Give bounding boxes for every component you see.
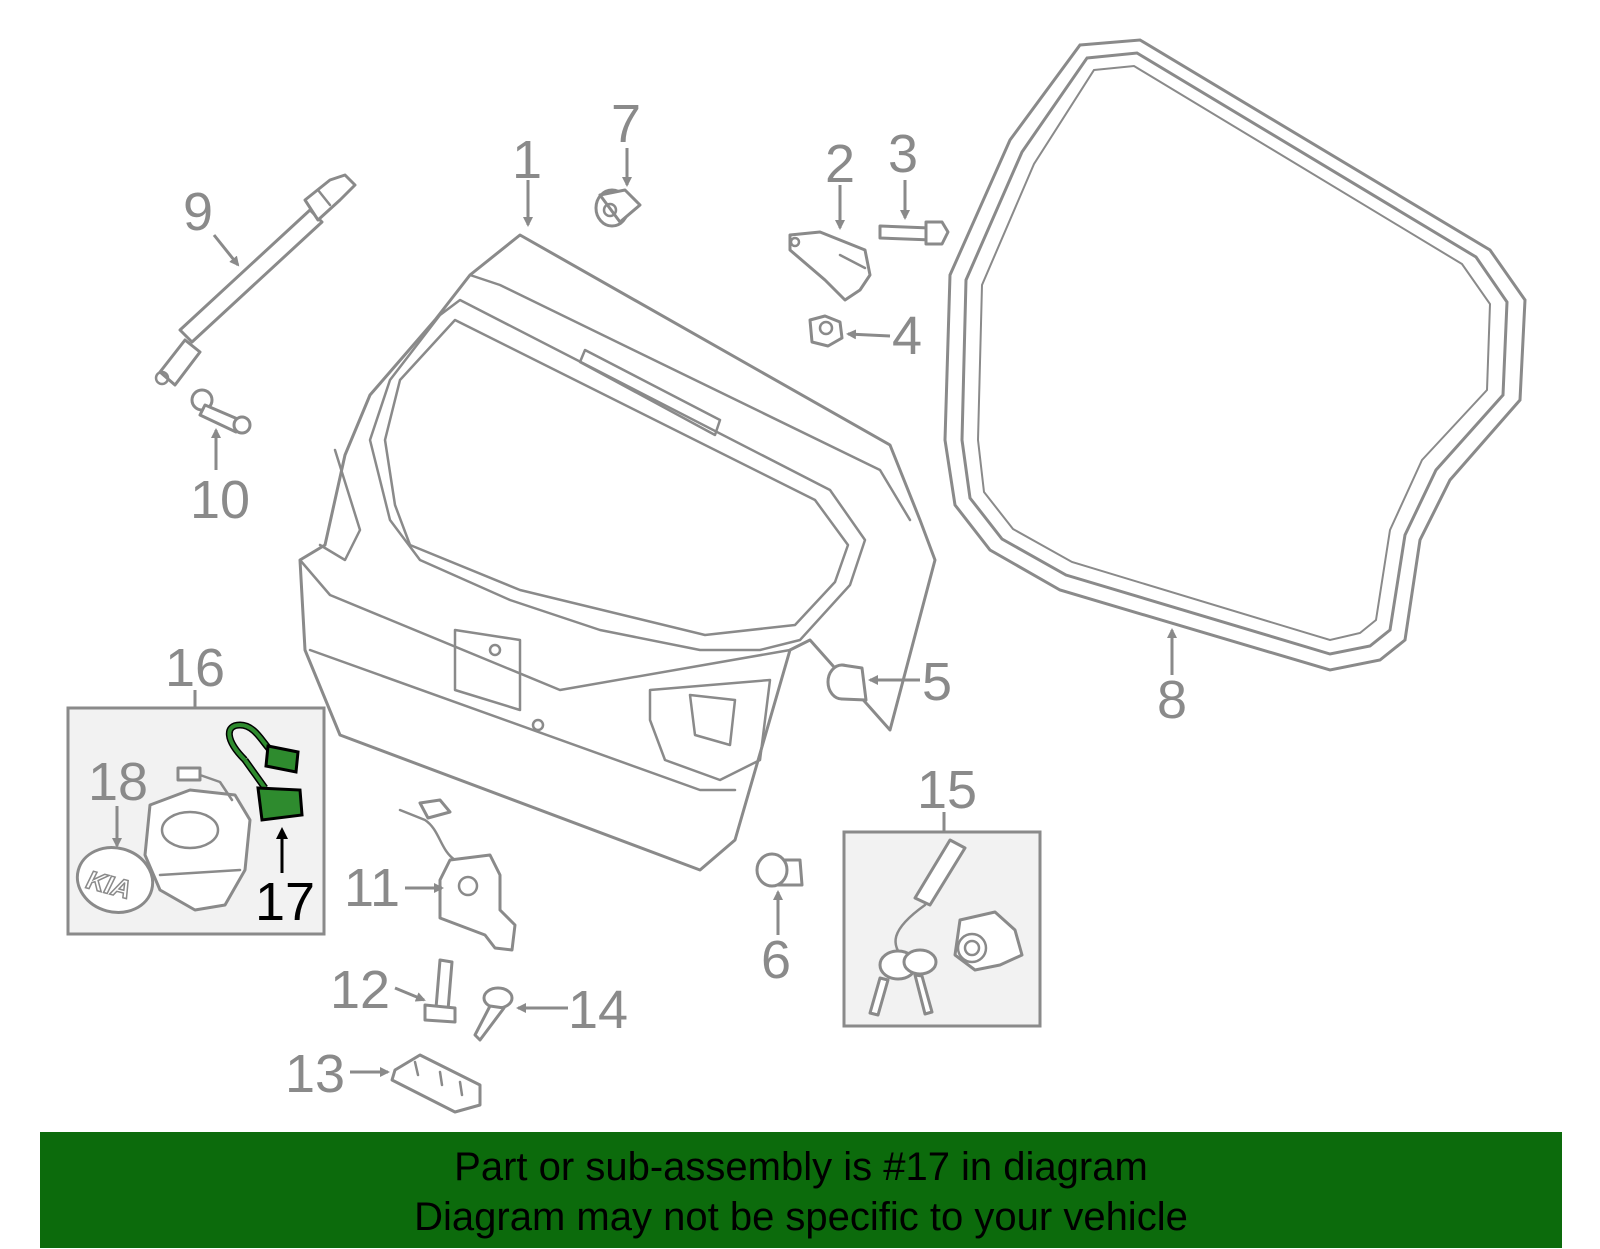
callout-6: 6 <box>761 930 791 990</box>
hinge-nut <box>808 314 844 348</box>
hinge-bolt <box>878 220 950 246</box>
callout-17: 17 <box>255 872 315 932</box>
tailgate-panel <box>298 233 937 872</box>
callout-2: 2 <box>825 134 855 194</box>
ball-stud <box>190 388 252 435</box>
callout-10: 10 <box>190 470 250 530</box>
callout-18: 18 <box>88 752 148 812</box>
callout-5: 5 <box>922 652 952 712</box>
latch-bolt <box>423 958 457 1024</box>
striker <box>390 1053 482 1114</box>
assembly-box-16: KIA <box>66 706 326 936</box>
callout-15: 15 <box>917 760 977 820</box>
weatherstrip-seal <box>943 38 1527 672</box>
leader-lines <box>112 148 1177 1077</box>
callout-13: 13 <box>285 1044 345 1104</box>
callout-1: 1 <box>512 130 542 190</box>
rubber-bumper <box>826 663 868 702</box>
lock-cylinder-box-15 <box>842 830 1042 1028</box>
lift-support-strut <box>154 173 357 387</box>
callout-12: 12 <box>330 960 390 1020</box>
striker-screw <box>473 986 514 1042</box>
guide-bumper <box>755 852 804 888</box>
tailgate-hinge <box>788 230 872 302</box>
callout-7: 7 <box>611 94 641 154</box>
callout-numbers: 1 2 3 4 5 6 7 8 9 10 11 12 13 14 15 16 1… <box>88 94 1187 1104</box>
callout-16: 16 <box>165 638 225 698</box>
bumper-stop <box>594 188 642 228</box>
callout-4: 4 <box>892 306 922 366</box>
callout-8: 8 <box>1157 670 1187 730</box>
banner-line-2: Diagram may not be specific to your vehi… <box>414 1195 1188 1239</box>
callout-14: 14 <box>568 980 628 1040</box>
banner-line-1: Part or sub-assembly is #17 in diagram <box>454 1145 1148 1189</box>
callout-3: 3 <box>888 124 918 184</box>
highlighted-wiring-harness <box>225 721 304 822</box>
callout-11: 11 <box>344 858 400 918</box>
callout-9: 9 <box>183 182 213 242</box>
info-banner: Part or sub-assembly is #17 in diagram D… <box>40 1132 1562 1248</box>
tailgate-latch <box>398 798 517 952</box>
